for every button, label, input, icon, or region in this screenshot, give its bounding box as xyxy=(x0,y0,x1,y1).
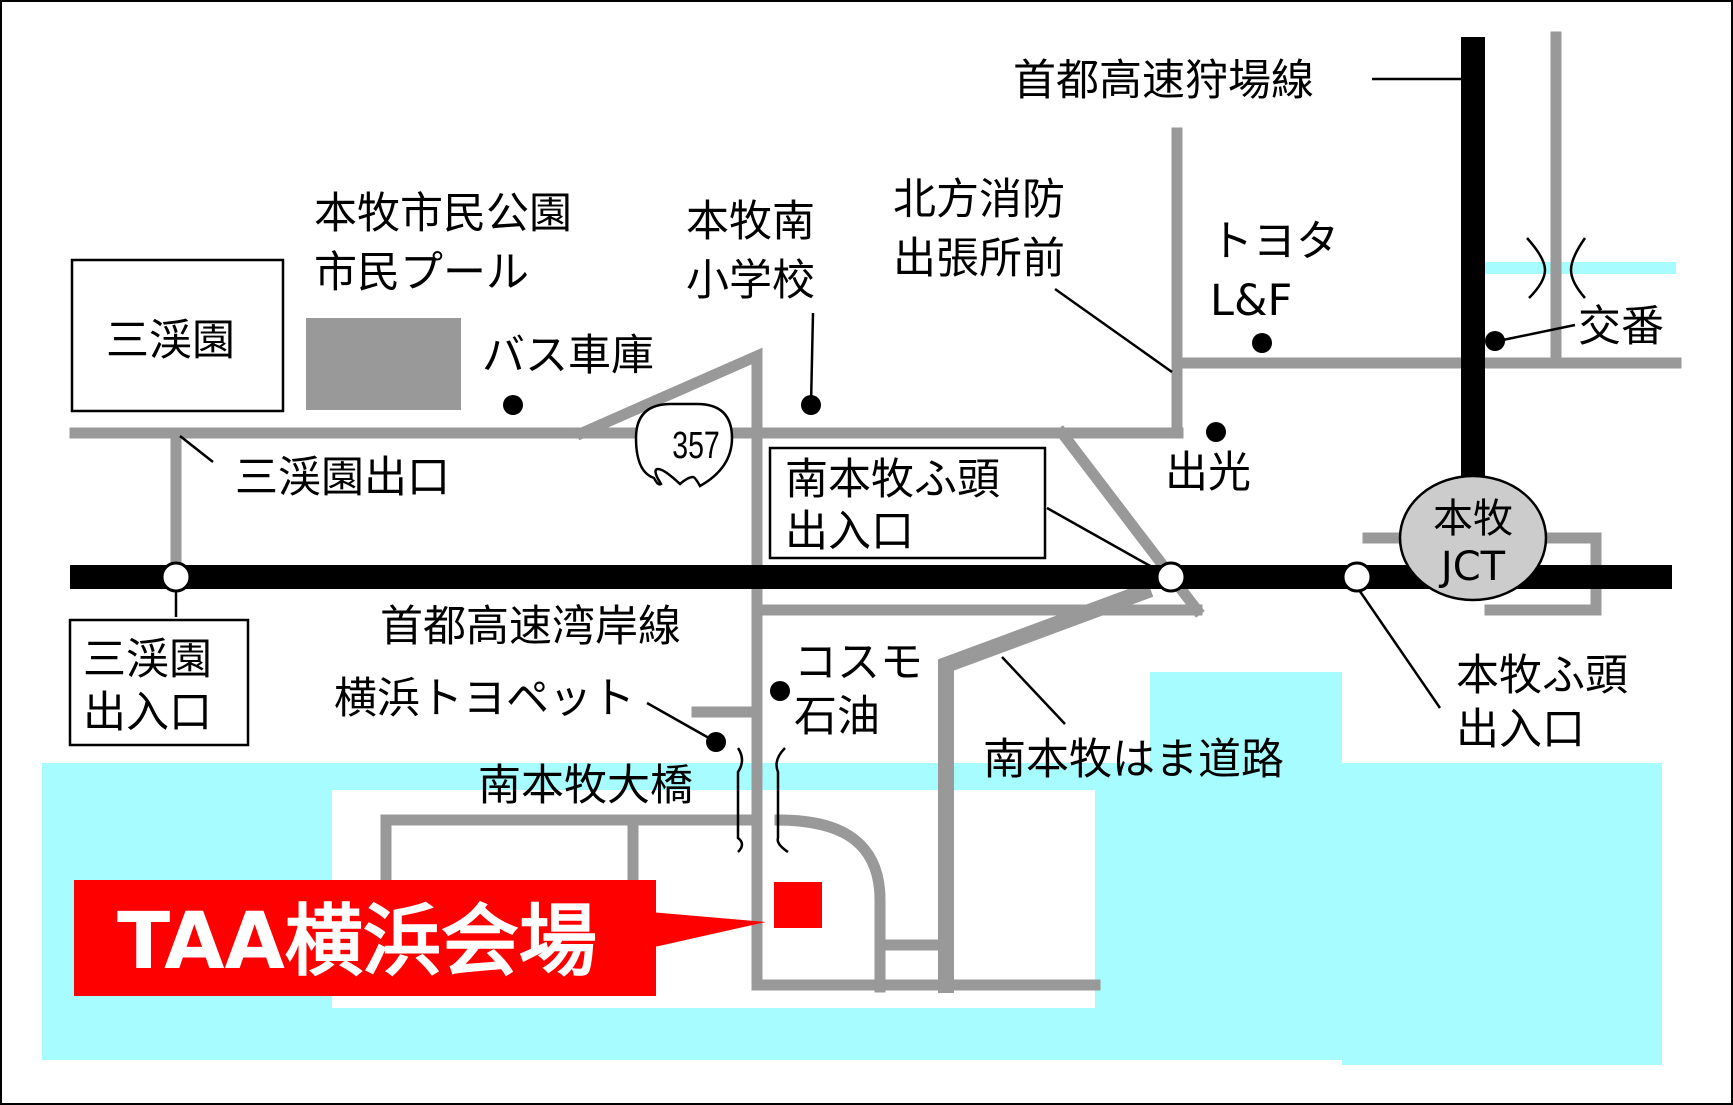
road-main-north xyxy=(69,31,1682,584)
entrance-markers xyxy=(160,561,1373,593)
honmoku-futo-entrance-line1: 本牧ふ頭 xyxy=(1456,651,1628,701)
water-areas xyxy=(42,262,1676,1065)
canal xyxy=(1478,262,1676,274)
leader-toyopet xyxy=(646,701,717,744)
venue-marker xyxy=(774,882,822,928)
route-357-number: 357 xyxy=(672,425,720,467)
sankeien-entrance-box xyxy=(68,618,250,747)
toyopet-marker xyxy=(706,732,726,752)
minamihonmoku-entrance-line2: 出入口 xyxy=(785,507,914,557)
honmoku-futo-entrance-line2: 出入口 xyxy=(1456,705,1585,755)
leader-koban xyxy=(1497,323,1576,343)
bridge-minamihonmoku-ohashi xyxy=(736,747,789,854)
minamihonmoku-ohashi-label: 南本牧大橋 xyxy=(478,761,693,811)
toyota-marker xyxy=(1252,333,1272,353)
park-block xyxy=(306,318,461,410)
sankeien-entrance-marker xyxy=(160,561,192,593)
leader-lines xyxy=(174,77,1576,744)
leader-fire xyxy=(1054,287,1173,374)
cosmo-marker xyxy=(770,681,790,701)
sankeien-box xyxy=(70,258,285,413)
road-357 xyxy=(574,347,763,991)
expressway-kariba-label: 首都高速狩場線 xyxy=(1013,56,1314,106)
school-marker xyxy=(801,395,821,415)
koban-marker xyxy=(1485,331,1505,351)
minamihonmoku-hama-road-label: 南本牧はま道路 xyxy=(983,735,1284,785)
sankeien-entrance-line1: 三渓園 xyxy=(83,635,212,685)
venue-banner xyxy=(74,880,656,996)
cosmo-label-line1: コスモ xyxy=(794,638,923,688)
expressways xyxy=(70,37,1672,589)
fire-station-label-line2: 出張所前 xyxy=(893,234,1065,284)
expressway-wangan-label: 首都高速湾岸線 xyxy=(380,602,681,652)
leader-hama-road xyxy=(1001,656,1066,725)
map-labels: 首都高速狩場線 本牧市民公園 市民プール 本牧南 小学校 北方消防 出張所前 ト… xyxy=(106,56,1664,811)
idemitsu-label: 出光 xyxy=(1165,448,1251,498)
venue-callout-pointer xyxy=(650,912,766,948)
honmoku-jct-label-line2: JCT xyxy=(1438,544,1506,590)
leader-school xyxy=(809,312,815,406)
idemitsu-marker xyxy=(1206,422,1226,442)
koban-label: 交番 xyxy=(1578,302,1664,352)
honmoku-futo-entrance-marker xyxy=(1341,561,1373,593)
fire-station-label-line1: 北方消防 xyxy=(893,175,1065,225)
bus-depot-label: バス車庫 xyxy=(482,331,654,381)
sea-area-east xyxy=(1150,672,1342,792)
poi-markers xyxy=(503,331,1505,752)
toyota-label-line1: トヨタ xyxy=(1210,217,1339,267)
road-hama xyxy=(938,581,1154,993)
sea-area-east-2 xyxy=(1342,825,1662,1065)
cosmo-label-line2: 石油 xyxy=(794,692,880,742)
honmoku-jct-label-line1: 本牧 xyxy=(1433,496,1513,542)
sankeien-exit-label: 三渓園出口 xyxy=(235,453,450,503)
route-357-shield xyxy=(634,402,734,488)
leader-minamihonmoku-futo xyxy=(1046,506,1169,578)
sankeien-entrance-line2: 出入口 xyxy=(83,688,212,738)
school-label-line1: 本牧南 xyxy=(686,197,815,247)
venue-title: TAA横浜会場 xyxy=(117,897,597,987)
bus-depot-marker xyxy=(503,395,523,415)
school-label-line2: 小学校 xyxy=(686,256,815,306)
park-label-line1: 本牧市民公園 xyxy=(314,189,572,239)
honmoku-jct-marker xyxy=(1398,474,1548,602)
minamihonmoku-entrance-line1: 南本牧ふ頭 xyxy=(785,455,1000,505)
bridges xyxy=(736,237,1587,854)
minamihonmoku-entrance-marker xyxy=(1155,561,1187,593)
leader-honmoku-futo xyxy=(1355,586,1442,709)
yokohama-toyopet-label: 横浜トヨペット xyxy=(334,674,635,724)
park-label-line2: 市民プール xyxy=(314,248,529,298)
leader-sankeien-exit xyxy=(179,435,214,463)
minamihonmoku-entrance-box xyxy=(768,446,1047,560)
toyota-label-line2: L&F xyxy=(1210,276,1292,326)
sankeien-label: 三渓園 xyxy=(106,316,235,366)
bridge-koban xyxy=(1526,237,1587,299)
